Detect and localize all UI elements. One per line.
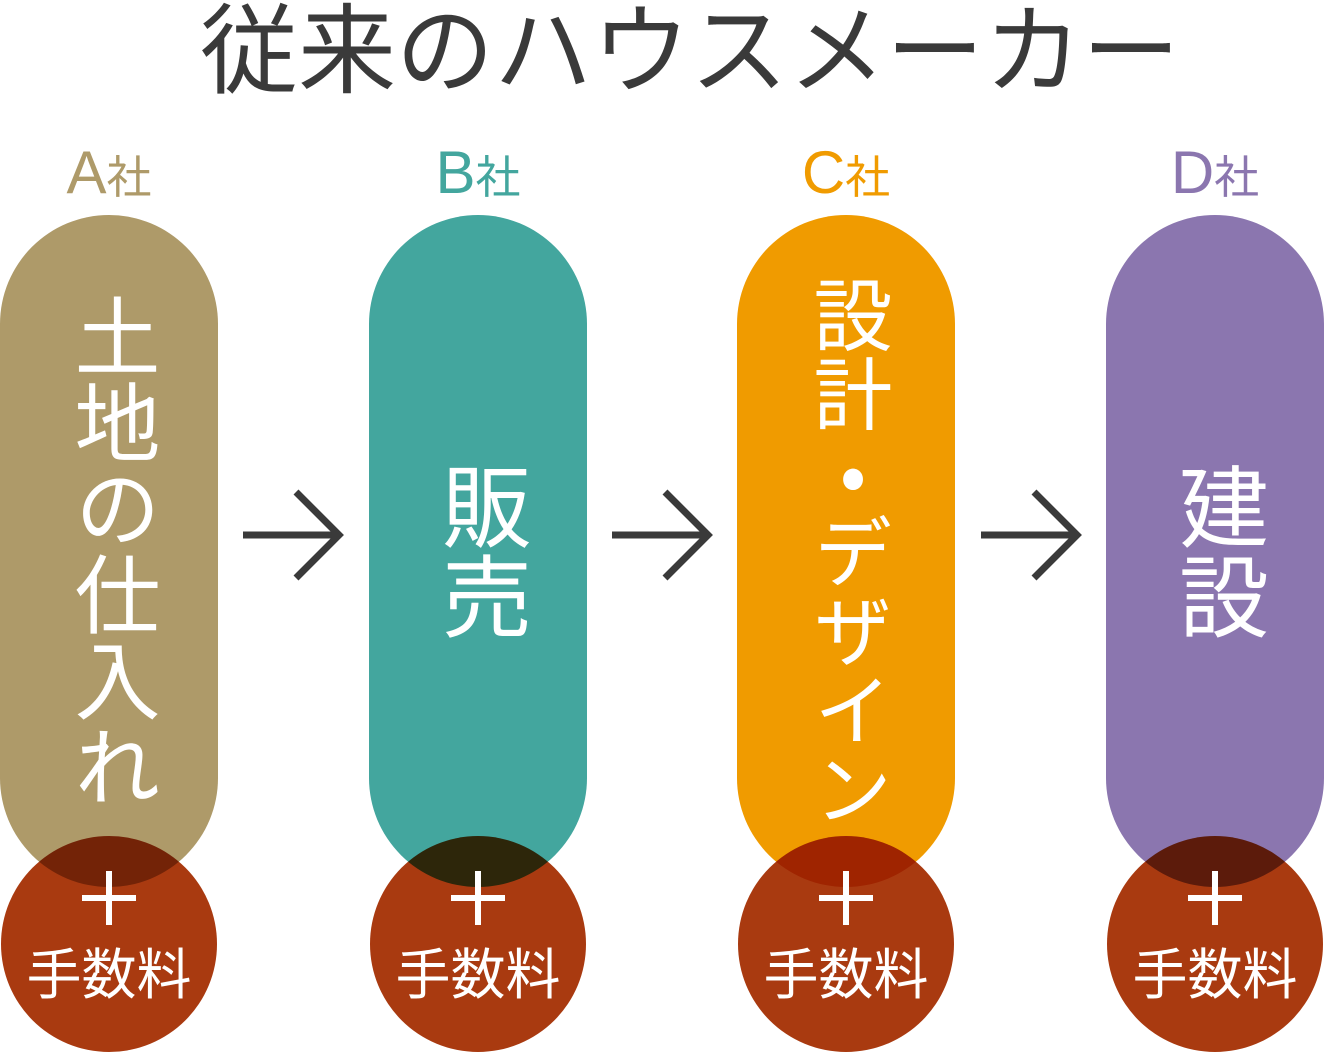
arrow-right-icon xyxy=(243,489,344,581)
plus-bar xyxy=(1212,871,1218,925)
plus-bar xyxy=(106,871,112,925)
arrow-right-icon xyxy=(612,489,713,581)
plus-bar xyxy=(843,871,849,925)
process-label: 建設 xyxy=(1165,461,1265,641)
process-pill: 販売 xyxy=(369,215,587,887)
fee-label: 手数料 xyxy=(395,944,561,1006)
plus-bar xyxy=(475,871,481,925)
fee-label: 手数料 xyxy=(26,944,192,1006)
process-pill: 建設 xyxy=(1106,215,1324,887)
company-suffix: 社 xyxy=(845,152,891,203)
company-suffix: 社 xyxy=(106,152,152,203)
process-pill: 設計・デザイン xyxy=(737,215,955,887)
process-label: 設計・デザイン xyxy=(801,274,891,828)
process-label: 販売 xyxy=(428,461,528,641)
plus-icon xyxy=(1188,871,1242,925)
process-pill: 土地の仕入れ xyxy=(0,215,218,887)
plus-icon xyxy=(819,871,873,925)
arrow-right-icon xyxy=(981,489,1082,581)
company-letter: B xyxy=(435,139,476,206)
company-letter: C xyxy=(801,139,846,206)
fee-label: 手数料 xyxy=(1132,944,1298,1006)
plus-icon xyxy=(82,871,136,925)
plus-icon xyxy=(451,871,505,925)
company-suffix: 社 xyxy=(1214,152,1260,203)
company-suffix: 社 xyxy=(475,152,521,203)
page-title: 従来のハウスメーカー xyxy=(199,0,1180,106)
fee-label: 手数料 xyxy=(763,944,929,1006)
company-letter: A xyxy=(66,139,107,206)
company-letter: D xyxy=(1170,139,1215,206)
process-label: 土地の仕入れ xyxy=(61,293,157,809)
